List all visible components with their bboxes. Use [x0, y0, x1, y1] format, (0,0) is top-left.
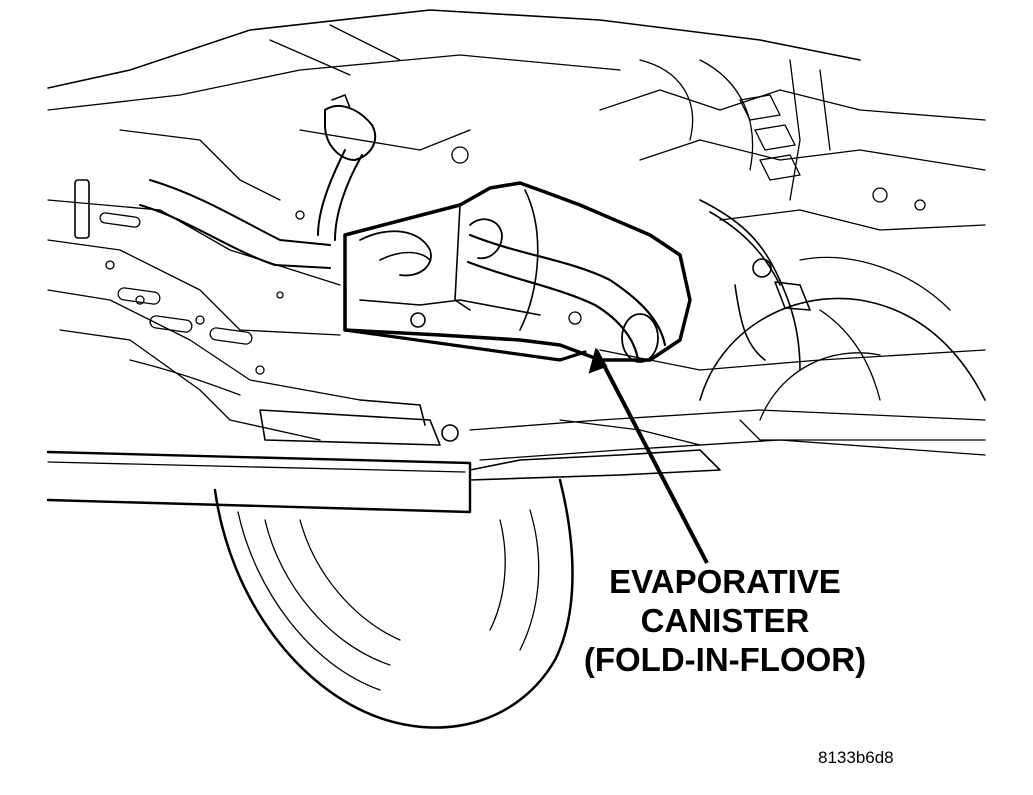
right-wheel-well [699, 256, 986, 421]
canister-bracket [343, 286, 587, 362]
figure-id: 8133b6d8 [818, 748, 894, 767]
axle-tube [46, 399, 721, 514]
tire [213, 478, 574, 729]
callout-line-1: EVAPORATIVE [609, 563, 841, 600]
callout-line-2: CANISTER [640, 602, 810, 639]
vapor-hoses [74, 94, 377, 269]
floor-pan [47, 9, 986, 461]
evaporative-canister [343, 181, 692, 363]
right-hoses [699, 199, 881, 401]
callout-line-3: (FOLD-IN-FLOOR) [583, 641, 867, 678]
callout-label: EVAPORATIVE CANISTER (FOLD-IN-FLOOR) [530, 562, 920, 679]
callout-leader [588, 347, 709, 564]
body-details [105, 59, 926, 375]
floor-slots [99, 212, 253, 345]
